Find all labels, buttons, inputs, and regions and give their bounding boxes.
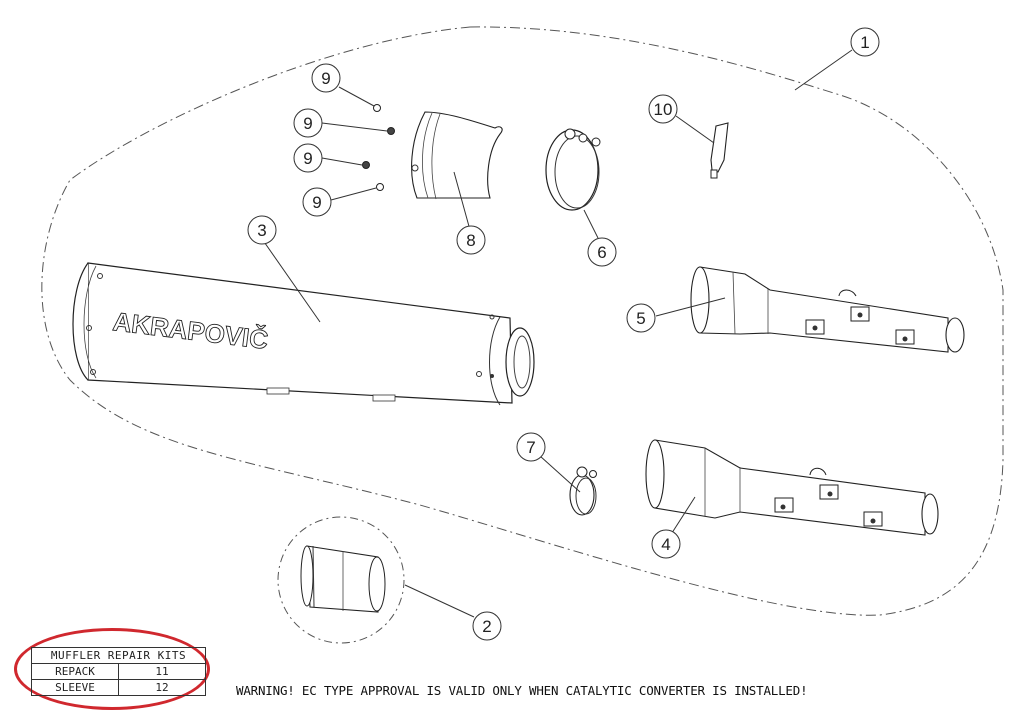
kit-name: SLEEVE <box>31 679 119 696</box>
end-cap-part <box>411 111 503 231</box>
kit-number: 12 <box>118 679 206 696</box>
catalytic-converter-warning: WARNING! EC TYPE APPROVAL IS VALID ONLY … <box>236 683 808 698</box>
sleeve-part <box>277 516 475 644</box>
callout-9c: 9 <box>293 143 323 173</box>
svg-text:7: 7 <box>526 438 535 457</box>
muffler-repair-kits-table: MUFFLER REPAIR KITS REPACK 11 SLEEVE 12 <box>31 647 206 696</box>
callout-8: 8 <box>456 225 486 255</box>
callout-2: 2 <box>472 611 502 641</box>
table-header: MUFFLER REPAIR KITS <box>31 647 206 664</box>
svg-text:4: 4 <box>661 535 670 554</box>
upper-link-pipe-part <box>655 266 965 353</box>
svg-text:1: 1 <box>860 33 869 52</box>
svg-text:9: 9 <box>303 114 312 133</box>
muffler-body-part: AKRAPOVIČ <box>72 235 535 406</box>
kit-number: 11 <box>118 663 206 680</box>
svg-text:3: 3 <box>257 221 266 240</box>
rivets-part <box>321 86 395 201</box>
table-row: REPACK 11 <box>31 663 206 680</box>
svg-text:9: 9 <box>321 69 330 88</box>
callout-9a: 9 <box>311 63 341 93</box>
svg-text:6: 6 <box>597 243 606 262</box>
lower-link-pipe-part <box>645 439 939 537</box>
svg-text:10: 10 <box>654 100 673 119</box>
callout-7: 7 <box>516 432 546 462</box>
small-clamp-part <box>539 455 597 516</box>
table-header-row: MUFFLER REPAIR KITS <box>31 647 206 664</box>
svg-text:9: 9 <box>303 149 312 168</box>
large-clamp-part <box>545 128 601 239</box>
svg-text:8: 8 <box>466 231 475 250</box>
kit-name: REPACK <box>31 663 119 680</box>
callout-3: 3 <box>247 215 277 245</box>
callout-1: 1 <box>850 27 880 57</box>
callout-4: 4 <box>651 529 681 559</box>
callout-10: 10 <box>648 94 678 124</box>
sealant-tube-part <box>675 115 729 179</box>
callout-9d: 9 <box>302 187 332 217</box>
svg-text:5: 5 <box>636 309 645 328</box>
callout-9b: 9 <box>293 108 323 138</box>
table-row: SLEEVE 12 <box>31 679 206 696</box>
svg-text:9: 9 <box>312 193 321 212</box>
svg-text:2: 2 <box>482 617 491 636</box>
callout-6: 6 <box>587 237 617 267</box>
callout-5: 5 <box>626 303 656 333</box>
repair-kits-highlight-ellipse <box>14 628 210 710</box>
